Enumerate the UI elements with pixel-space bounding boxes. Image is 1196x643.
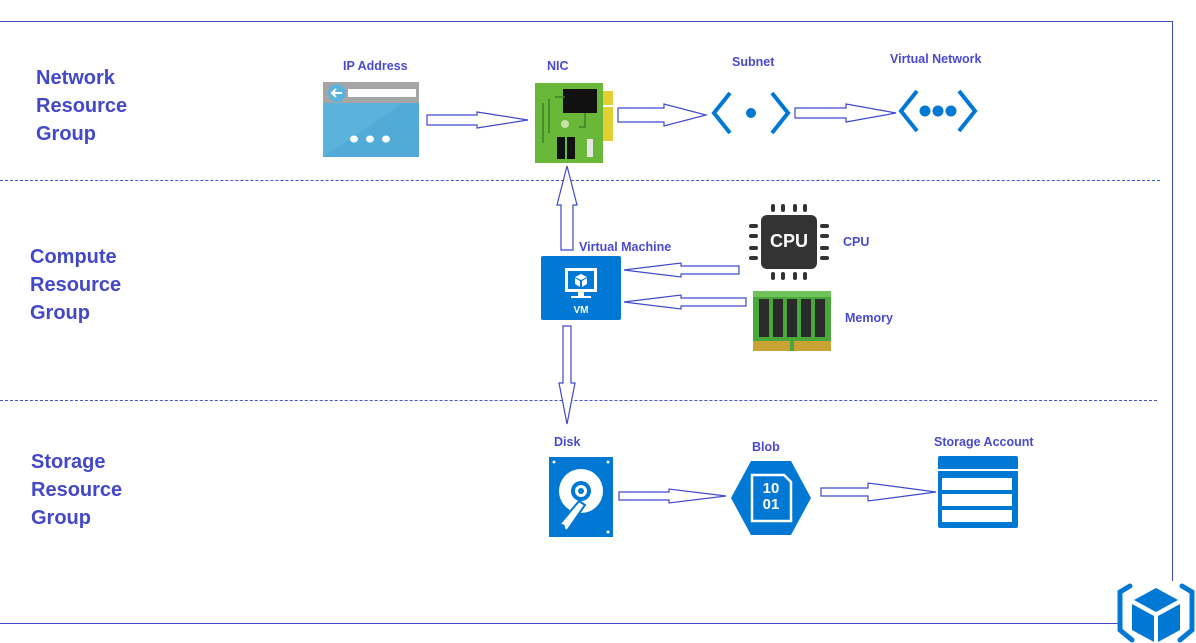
storage-account-icon[interactable] bbox=[938, 456, 1018, 528]
frame-border-right bbox=[1172, 21, 1173, 581]
arrow-subnet-to-vnet bbox=[794, 103, 897, 123]
node-label-virtual-machine: Virtual Machine bbox=[579, 240, 672, 254]
group-label-storage: Storage Resource Group bbox=[31, 451, 123, 529]
blob-bits-line1: 10 bbox=[762, 480, 780, 497]
node-label-storage-account: Storage Account bbox=[934, 435, 1034, 449]
arrow-cpu-to-vm bbox=[623, 262, 740, 278]
node-label-subnet: Subnet bbox=[732, 55, 775, 69]
node-label-cpu: CPU bbox=[843, 235, 870, 249]
group-label-network: Network Resource Group bbox=[36, 67, 128, 145]
virtual-machine-icon[interactable]: VM bbox=[541, 256, 621, 320]
arrow-vm-to-nic bbox=[556, 165, 578, 251]
node-label-disk: Disk bbox=[554, 435, 581, 449]
separator-compute-storage bbox=[0, 400, 1157, 401]
node-label-blob: Blob bbox=[752, 440, 780, 454]
network-card-icon[interactable] bbox=[535, 83, 615, 163]
memory-module-icon[interactable] bbox=[753, 291, 831, 351]
frame-border-top bbox=[0, 21, 1173, 22]
arrow-ip-to-nic bbox=[426, 111, 529, 129]
ip-address-icon[interactable] bbox=[323, 82, 419, 157]
arrow-blob-to-storage bbox=[820, 482, 937, 502]
node-label-ip-address: IP Address bbox=[343, 59, 408, 73]
node-label-memory: Memory bbox=[845, 311, 893, 325]
subnet-icon[interactable] bbox=[710, 89, 792, 137]
azure-resource-group-cube-icon bbox=[1116, 580, 1196, 643]
arrow-disk-to-blob bbox=[618, 488, 727, 504]
hard-disk-icon[interactable] bbox=[549, 457, 613, 537]
arrow-vm-to-disk bbox=[558, 325, 576, 425]
virtual-network-icon[interactable] bbox=[897, 87, 979, 135]
blob-bits-line2: 01 bbox=[762, 496, 780, 513]
arrow-nic-to-subnet bbox=[617, 103, 709, 127]
vm-badge-text: VM bbox=[573, 305, 589, 316]
cpu-chip-text: CPU bbox=[769, 231, 808, 251]
group-label-compute: Compute Resource Group bbox=[30, 246, 122, 324]
arrow-memory-to-vm bbox=[623, 294, 747, 310]
node-label-nic: NIC bbox=[547, 59, 569, 73]
cpu-chip-icon[interactable]: CPU bbox=[749, 204, 829, 280]
frame-border-bottom bbox=[0, 623, 1118, 624]
node-label-virtual-network: Virtual Network bbox=[890, 52, 982, 66]
separator-network-compute bbox=[0, 180, 1160, 181]
